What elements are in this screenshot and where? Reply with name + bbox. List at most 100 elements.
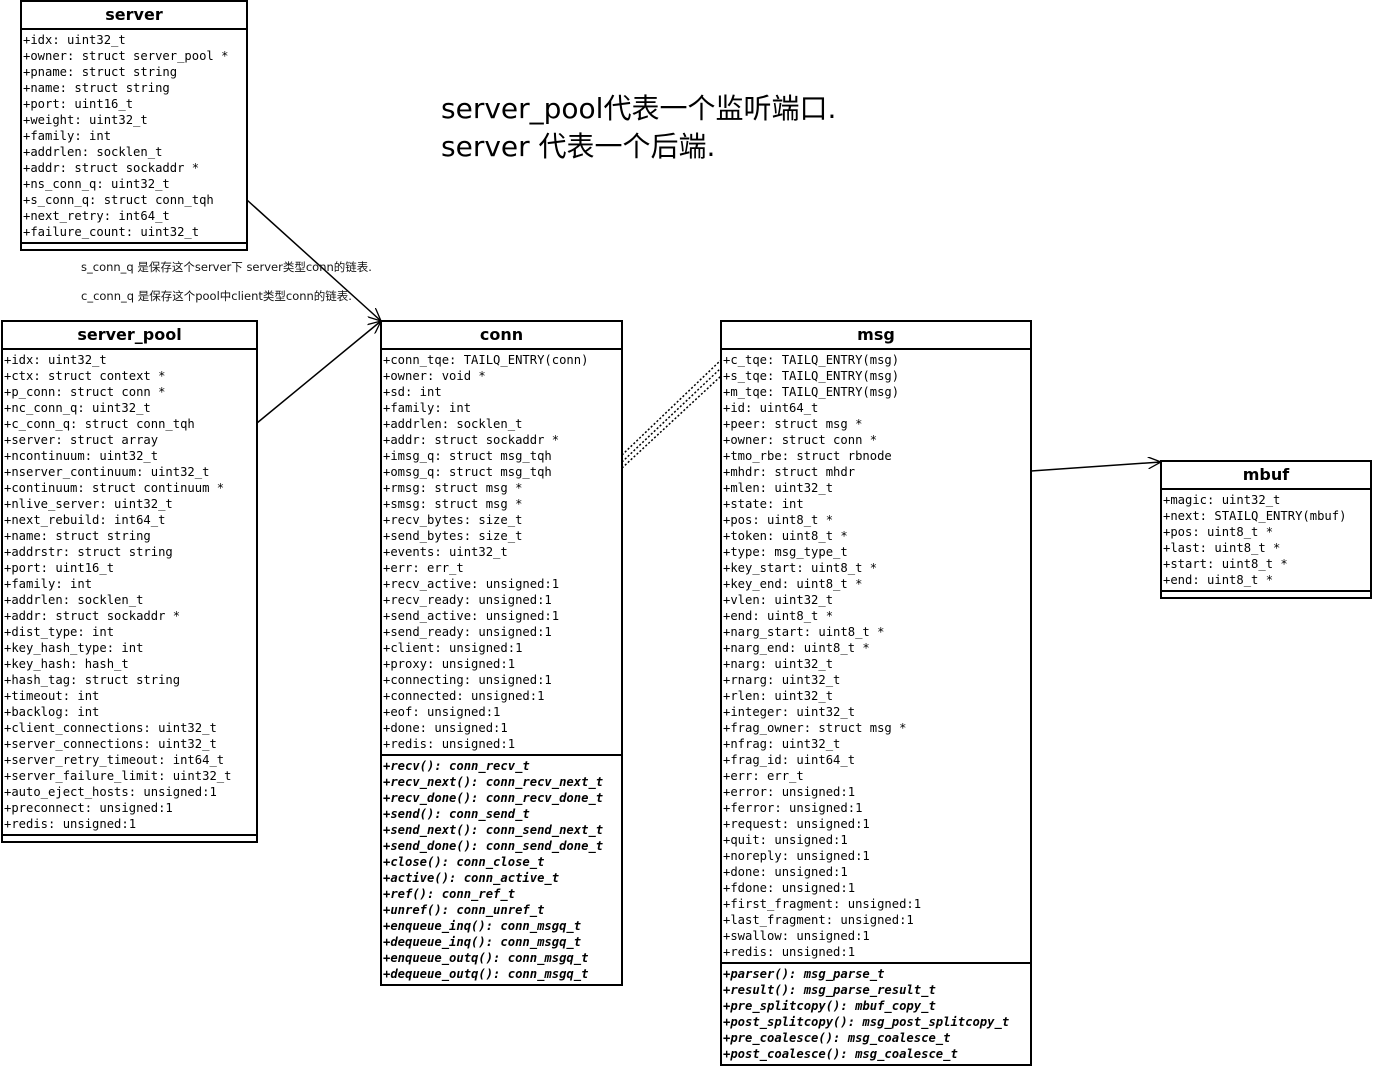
attribute-row: +key_hash: hash_t: [4, 657, 129, 671]
attribute-row: +addrlen: socklen_t: [383, 417, 523, 431]
attribute-row: +proxy: unsigned:1: [383, 657, 516, 671]
operation-row: +ref(): conn_ref_t: [383, 887, 516, 901]
attribute-row: +narg: uint32_t: [723, 657, 834, 671]
note-server-pool-description: server_pool代表一个监听端口.: [441, 92, 837, 125]
attribute-row: +name: struct string: [23, 81, 170, 95]
attribute-row: +idx: uint32_t: [23, 33, 126, 47]
attribute-row: +conn_tqe: TAILQ_ENTRY(conn): [383, 353, 589, 367]
attribute-row: +addrlen: socklen_t: [23, 145, 163, 159]
attribute-row: +send_bytes: size_t: [383, 529, 523, 543]
attribute-row: +narg_start: uint8_t *: [723, 625, 885, 639]
operation-row: +recv_next(): conn_recv_next_t: [383, 775, 604, 789]
attribute-row: +nc_conn_q: uint32_t: [4, 401, 151, 415]
attribute-row: +vlen: uint32_t: [723, 593, 834, 607]
class-msg[interactable]: msg +c_tqe: TAILQ_ENTRY(msg)+s_tqe: TAIL…: [720, 320, 1032, 1066]
attribute-row: +type: msg_type_t: [723, 545, 848, 559]
operation-row: +pre_coalesce(): msg_coalesce_t: [723, 1031, 951, 1045]
msg-to-mbuf-arrow: [1030, 462, 1161, 472]
attribute-row: +addrstr: struct string: [4, 545, 173, 559]
attribute-row: +send_active: unsigned:1: [383, 609, 560, 623]
attribute-row: +s_tqe: TAILQ_ENTRY(msg): [723, 369, 900, 383]
attribute-row: +port: uint16_t: [4, 561, 115, 575]
class-server-pool-title: server_pool: [3, 322, 256, 350]
class-server-operations: [22, 244, 246, 249]
attribute-row: +s_conn_q: struct conn_tqh: [23, 193, 214, 207]
attribute-row: +next: STAILQ_ENTRY(mbuf): [1163, 509, 1347, 523]
attribute-row: +ctx: struct context *: [4, 369, 166, 383]
attribute-row: +addr: struct sockaddr *: [23, 161, 200, 175]
attribute-row: +narg_end: uint8_t *: [723, 641, 870, 655]
attribute-row: +continuum: struct continuum *: [4, 481, 225, 495]
attribute-row: +imsg_q: struct msg_tqh: [383, 449, 552, 463]
attribute-row: +dist_type: int: [4, 625, 115, 639]
attribute-row: +failure_count: uint32_t: [23, 225, 200, 239]
attribute-row: +recv_ready: unsigned:1: [383, 593, 552, 607]
attribute-row: +ns_conn_q: uint32_t: [23, 177, 170, 191]
attribute-row: +owner: struct server_pool *: [23, 49, 229, 63]
class-mbuf[interactable]: mbuf +magic: uint32_t+next: STAILQ_ENTRY…: [1160, 460, 1372, 599]
class-conn-operations: +recv(): conn_recv_t+recv_next(): conn_r…: [382, 756, 621, 984]
operation-row: +parser(): msg_parse_t: [723, 967, 885, 981]
class-conn[interactable]: conn +conn_tqe: TAILQ_ENTRY(conn)+owner:…: [380, 320, 623, 986]
operation-row: +enqueue_outq(): conn_msgq_t: [383, 951, 589, 965]
attribute-row: +omsg_q: struct msg_tqh: [383, 465, 552, 479]
note-c-conn-q: c_conn_q 是保存这个pool中client类型conn的链表.: [81, 289, 352, 303]
attribute-row: +c_conn_q: struct conn_tqh: [4, 417, 195, 431]
attribute-row: +redis: unsigned:1: [4, 817, 137, 831]
attribute-row: +family: int: [4, 577, 93, 591]
attribute-row: +events: uint32_t: [383, 545, 508, 559]
attribute-row: +pos: uint8_t *: [723, 513, 834, 527]
operation-row: +post_coalesce(): msg_coalesce_t: [723, 1047, 958, 1061]
attribute-row: +ncontinuum: uint32_t: [4, 449, 159, 463]
attribute-row: +key_hash_type: int: [4, 641, 144, 655]
attribute-row: +pname: struct string: [23, 65, 178, 79]
attribute-row: +tmo_rbe: struct rbnode: [723, 449, 892, 463]
class-server-pool[interactable]: server_pool +idx: uint32_t +ctx: struct c…: [1, 320, 258, 843]
class-server-pool-attributes: +idx: uint32_t+ctx: struct context *+p_c…: [3, 350, 256, 836]
class-conn-title: conn: [382, 322, 621, 350]
attribute-row: +family: int: [383, 401, 472, 415]
attribute-row: +request: unsigned:1: [723, 817, 870, 831]
attribute-row: +peer: struct msg *: [723, 417, 863, 431]
attribute-row: +pos: uint8_t *: [1163, 525, 1274, 539]
attribute-row: +integer: uint32_t: [723, 705, 856, 719]
attribute-row: +addrlen: socklen_t: [4, 593, 144, 607]
attribute-row: +redis: unsigned:1: [383, 737, 516, 751]
class-server[interactable]: server +idx: uint32_t+owner: struct serv…: [20, 0, 248, 251]
attribute-row: +fdone: unsigned:1: [723, 881, 856, 895]
attribute-row: +error: unsigned:1: [723, 785, 856, 799]
attribute-row: +auto_eject_hosts: unsigned:1: [4, 785, 217, 799]
attribute-row: +done: unsigned:1: [723, 865, 848, 879]
attribute-row: +nserver_continuum: uint32_t: [4, 465, 210, 479]
class-msg-title: msg: [722, 322, 1030, 350]
attribute-row: +mlen: uint32_t: [723, 481, 834, 495]
attribute-row: +family: int: [23, 129, 112, 143]
attribute-row: +recv_bytes: size_t: [383, 513, 523, 527]
attribute-row: +mhdr: struct mhdr: [723, 465, 856, 479]
attribute-row: +token: uint8_t *: [723, 529, 848, 543]
attribute-row: +send_ready: unsigned:1: [383, 625, 552, 639]
attribute-row: +recv_active: unsigned:1: [383, 577, 560, 591]
class-server-pool-operations: [3, 836, 256, 841]
operation-row: +send_next(): conn_send_next_t: [383, 823, 604, 837]
attribute-row: +end: uint8_t *: [723, 609, 834, 623]
operation-row: +dequeue_outq(): conn_msgq_t: [383, 967, 589, 981]
class-conn-attributes: +conn_tqe: TAILQ_ENTRY(conn)+owner: void…: [382, 350, 621, 756]
attribute-row: +timeout: int: [4, 689, 100, 703]
server-to-conn-arrow: [246, 199, 381, 321]
attribute-row: +key_end: uint8_t *: [723, 577, 863, 591]
attribute-row: +server: struct array: [4, 433, 159, 447]
conn-msg-dotted-links: [621, 359, 722, 469]
attribute-row: +addr: struct sockaddr *: [4, 609, 181, 623]
operation-row: +result(): msg_parse_result_t: [723, 983, 936, 997]
class-msg-attributes: +c_tqe: TAILQ_ENTRY(msg)+s_tqe: TAILQ_EN…: [722, 350, 1030, 964]
attribute-row: +client_connections: uint32_t: [4, 721, 217, 735]
attribute-row: +done: unsigned:1: [383, 721, 508, 735]
attribute-row: +frag_id: uint64_t: [723, 753, 856, 767]
attribute-row: +server_failure_limit: uint32_t: [4, 769, 232, 783]
attribute-row: +idx: uint32_t: [4, 353, 107, 367]
class-mbuf-operations: [1162, 592, 1370, 597]
attribute-row: +noreply: unsigned:1: [723, 849, 870, 863]
attribute-row: +next_retry: int64_t: [23, 209, 170, 223]
